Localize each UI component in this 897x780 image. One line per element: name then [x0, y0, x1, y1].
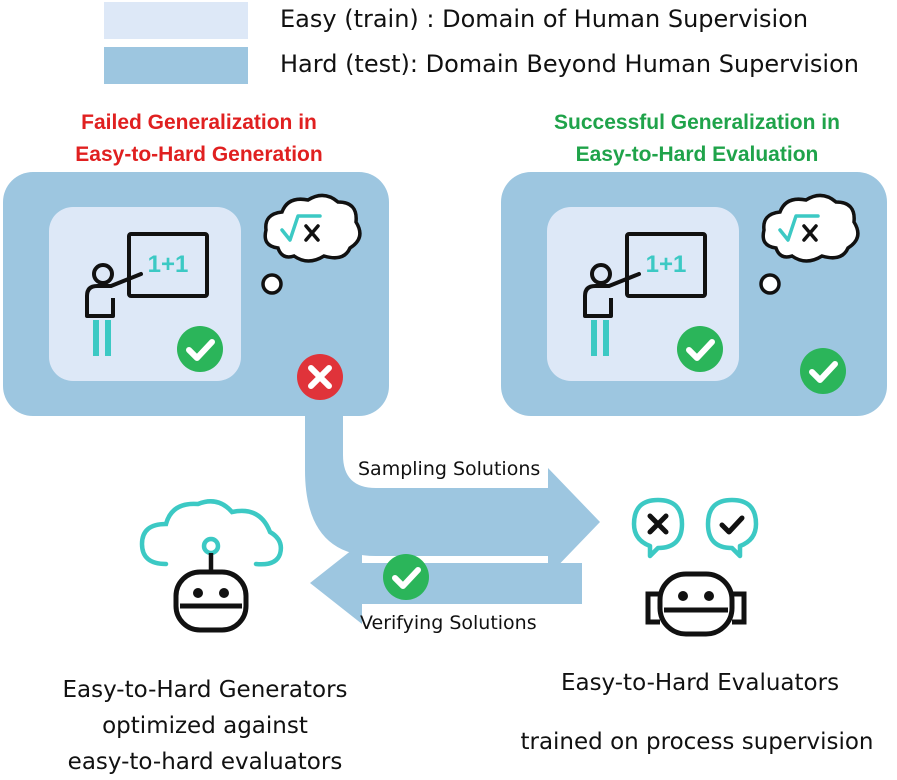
- left-heading-line2: Easy-to-Hard Generation: [75, 143, 323, 166]
- legend-swatch-easy: [104, 2, 248, 39]
- verifying-arrow: [310, 542, 582, 624]
- evaluator-robot-icon: [631, 497, 759, 637]
- legend-swatch-hard: [104, 47, 248, 84]
- teacher-icon-left: 1+1: [85, 232, 209, 356]
- teacher-icon-right: 1+1: [583, 232, 707, 356]
- sampling-label: Sampling Solutions: [358, 458, 541, 480]
- right-heading: Successful Generalization in Easy-to-Har…: [527, 107, 867, 171]
- board-text-right: 1+1: [646, 251, 687, 278]
- check-icon-right-hard: [800, 348, 846, 394]
- evaluators-caption-line1: Easy-to-Hard Evaluators: [560, 670, 840, 696]
- generators-caption-line2: optimized against: [102, 713, 308, 739]
- right-heading-line2: Easy-to-Hard Evaluation: [575, 143, 819, 166]
- board-text-left: 1+1: [148, 251, 189, 278]
- check-icon-left-easy: [177, 326, 223, 372]
- generator-robot-icon: [139, 499, 284, 633]
- check-icon-right-easy: [677, 326, 723, 372]
- thought-cloud-icon-right: [759, 193, 860, 295]
- thought-cloud-icon-left: [261, 193, 362, 295]
- left-heading-line1: Failed Generalization in: [81, 111, 317, 134]
- left-heading: Failed Generalization in Easy-to-Hard Ge…: [49, 107, 349, 171]
- cross-icon-left-hard: [297, 354, 343, 400]
- check-mark: [719, 515, 745, 535]
- generators-caption-line1: Easy-to-Hard Generators: [62, 677, 348, 703]
- legend-label-hard: Hard (test): Domain Beyond Human Supervi…: [280, 50, 859, 78]
- generators-caption: Easy-to-Hard Generators optimized agains…: [30, 672, 380, 780]
- sampling-arrow-body: [305, 415, 600, 576]
- generators-caption-line3: easy-to-hard evaluators: [67, 749, 343, 775]
- verifying-label: Verifying Solutions: [360, 612, 537, 634]
- right-heading-line1: Successful Generalization in: [554, 111, 840, 134]
- check-icon-verifying: [383, 554, 429, 600]
- evaluators-caption-line2: trained on process supervision: [520, 729, 874, 755]
- legend-label-easy: Easy (train) : Domain of Human Supervisi…: [280, 5, 809, 33]
- cross-mark: [647, 513, 669, 535]
